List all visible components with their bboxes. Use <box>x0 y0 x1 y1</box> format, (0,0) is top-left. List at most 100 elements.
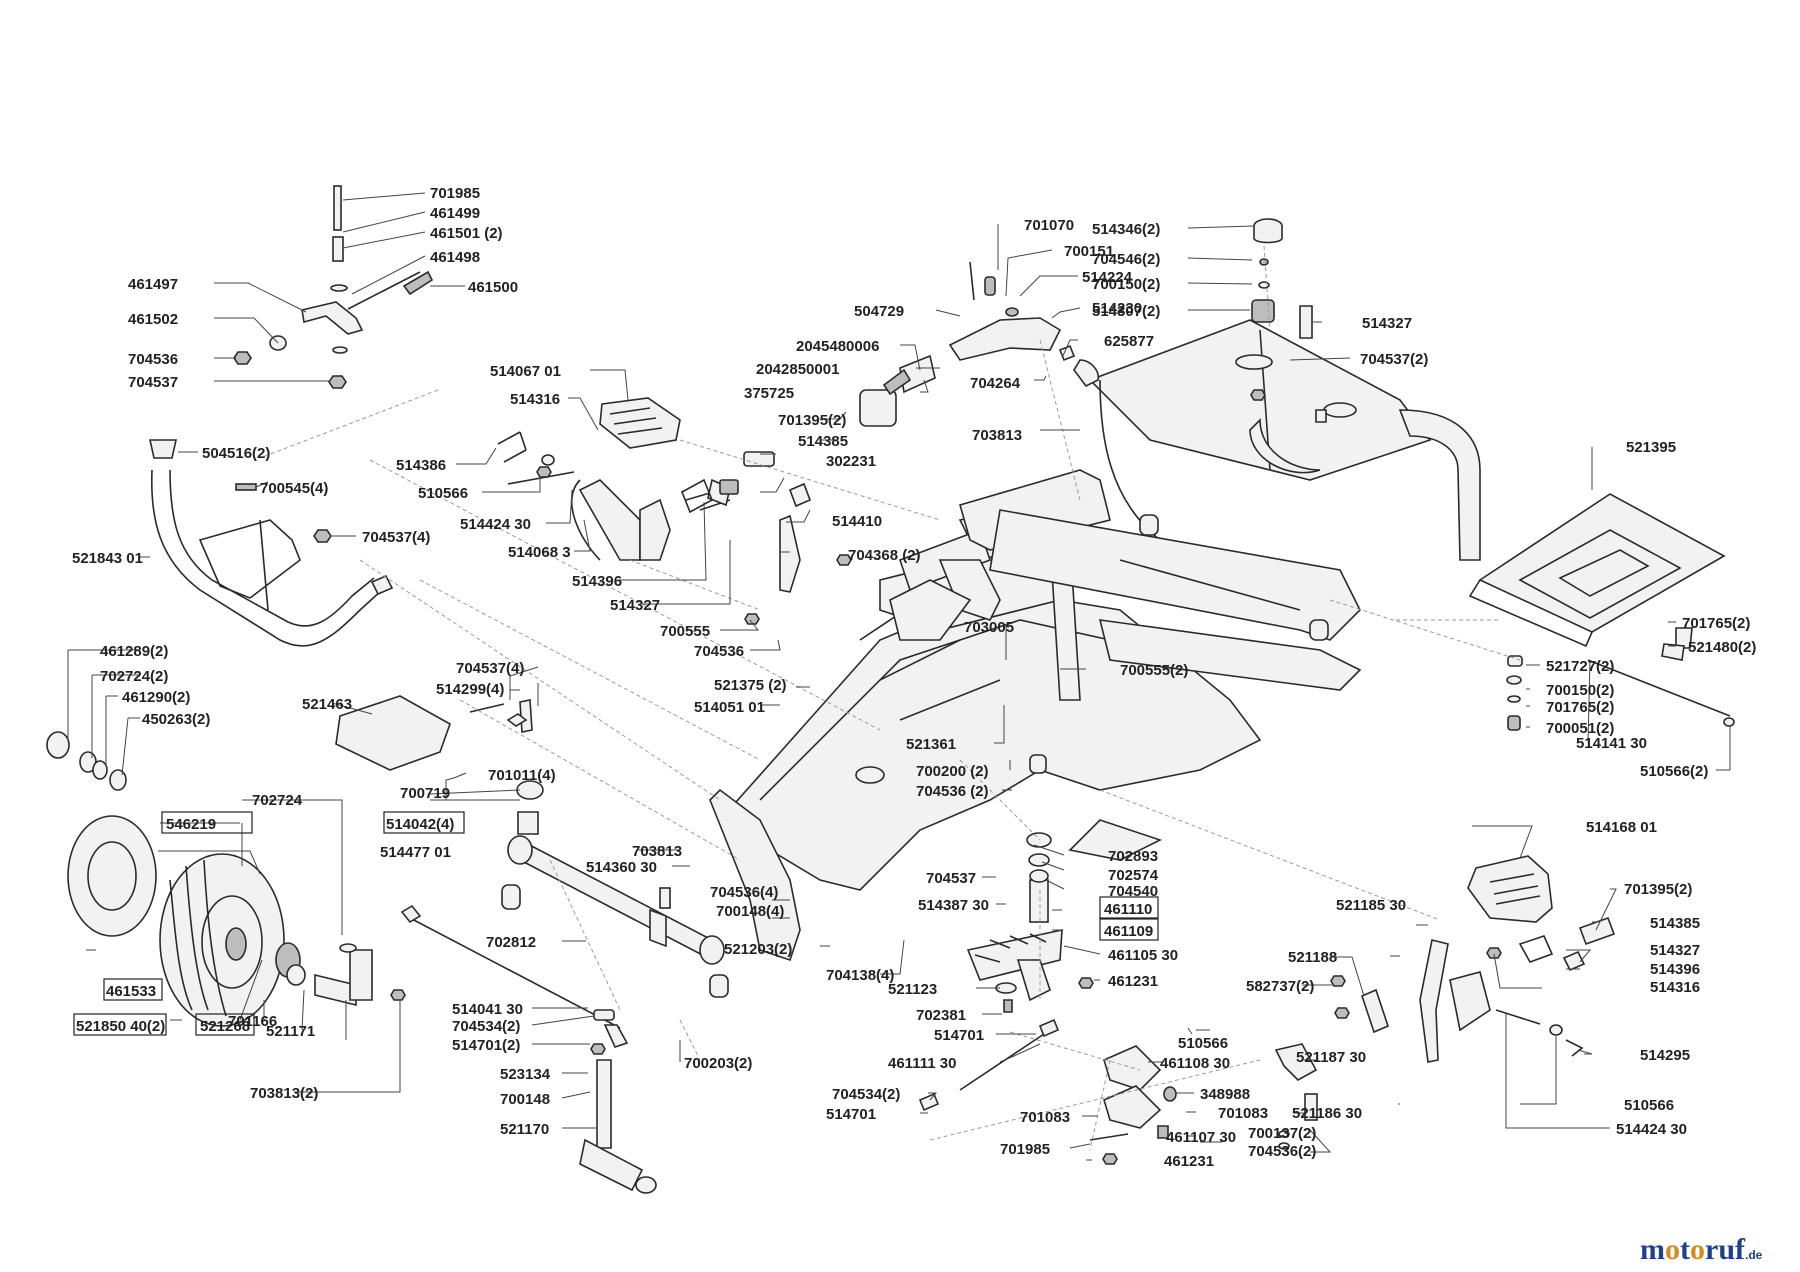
part-label-l96: 514387 30 <box>918 897 989 914</box>
part-label-l31: 521171 <box>266 1023 315 1040</box>
seat-plate <box>1468 493 1735 731</box>
part-label-l98: 702574 <box>1108 867 1159 884</box>
part-label-l128: 514295 <box>1640 1047 1690 1064</box>
step-plate <box>335 695 544 800</box>
part-label-l64: 625877 <box>1104 333 1154 350</box>
brand-logo: motoruf.de <box>1640 1233 1763 1266</box>
part-label-l55: 701395(2) <box>778 412 846 429</box>
part-label-l114: 701083 <box>1218 1105 1268 1122</box>
part-label-l113: 348988 <box>1200 1086 1250 1103</box>
part-label-l127: 521187 30 <box>1296 1049 1366 1066</box>
part-label-l117: 514168 01 <box>1586 819 1657 836</box>
part-label-l65: 704264 <box>970 375 1021 392</box>
part-label-l110: 701083 <box>1020 1109 1070 1126</box>
part-label-l23: 702724 <box>252 792 303 809</box>
tie-rods <box>400 904 657 1194</box>
part-label-l69: 700150(2) <box>1092 276 1160 293</box>
part-label-l88: 510566(2) <box>1640 763 1708 780</box>
part-label-l66: 703813 <box>972 427 1022 444</box>
part-label-l119: 514385 <box>1650 915 1700 932</box>
part-label-l107: 461111 30 <box>888 1055 956 1072</box>
part-label-l101: 461109 <box>1104 923 1153 940</box>
part-label-l112: 461108 30 <box>1160 1055 1230 1072</box>
part-label-l126: 510566 <box>1178 1035 1228 1052</box>
part-label-l60: 701070 <box>1024 217 1074 234</box>
part-label-l92: 700148(4) <box>716 903 784 920</box>
part-label-l40: 700203(2) <box>684 1055 752 1072</box>
part-label-l99: 704540 <box>1108 883 1158 900</box>
part-label-l91: 704536(4) <box>710 884 778 901</box>
part-label-l62: 514224 <box>1082 269 1133 286</box>
boxed-label-frames <box>73 811 1159 1036</box>
part-label-l115: 461107 30 <box>1166 1129 1236 1146</box>
part-label-l95: 704537 <box>926 870 976 887</box>
part-label-l80: 704536 (2) <box>916 783 989 800</box>
part-label-l87: 514141 30 <box>1576 735 1647 752</box>
part-label-l83: 521727(2) <box>1546 658 1614 675</box>
part-label-l105: 702381 <box>916 1007 966 1024</box>
part-label-l48: 514327 <box>610 597 660 614</box>
part-label-l1: 701985 <box>430 185 480 202</box>
part-label-l77: 514051 01 <box>694 699 765 716</box>
part-label-l132: 704536(2) <box>1248 1143 1316 1160</box>
part-shapes <box>46 185 1735 1194</box>
part-label-l46: 514068 3 <box>508 544 571 561</box>
brand-letter: u <box>1718 1233 1735 1266</box>
part-label-l86: 700051(2) <box>1546 720 1614 737</box>
part-label-l90: 514360 30 <box>586 859 657 876</box>
part-label-l50: 704536 <box>694 643 744 660</box>
part-label-l21: 701011(4) <box>488 767 556 784</box>
part-label-l133: 514424 30 <box>1616 1121 1687 1138</box>
part-label-l28: 521850 40(2) <box>76 1018 165 1035</box>
part-label-l12: 704537(4) <box>362 529 430 546</box>
part-label-l130: 510566 <box>1624 1097 1674 1114</box>
part-label-l42: 514316 <box>510 391 560 408</box>
part-label-l3: 461501 (2) <box>430 225 503 242</box>
part-label-l25: 514042(4) <box>386 816 454 833</box>
part-label-l15: 702724(2) <box>100 668 168 685</box>
part-label-l39: 521170 <box>500 1121 549 1138</box>
part-label-l27: 461533 <box>106 983 156 1000</box>
part-label-l102: 461105 30 <box>1108 947 1178 964</box>
part-label-l33: 702812 <box>486 934 536 951</box>
part-label-l6: 461500 <box>468 279 518 296</box>
part-label-l52: 2045480006 <box>796 338 879 355</box>
part-label-l8: 704536 <box>128 351 178 368</box>
part-label-l17: 450263(2) <box>142 711 210 728</box>
brand-letter: f <box>1735 1233 1746 1266</box>
part-label-l41: 514067 01 <box>490 363 561 380</box>
rear-frame <box>989 319 1481 691</box>
dashed-guides <box>259 245 1521 1151</box>
left-pedal <box>497 397 731 561</box>
part-label-l2: 461499 <box>430 205 480 222</box>
part-label-l89: 703813 <box>632 843 682 860</box>
brand-text: motoruf.de <box>1640 1233 1763 1266</box>
brand-letter: m <box>1640 1233 1665 1266</box>
part-label-l67: 514346(2) <box>1092 221 1160 238</box>
part-label-l103: 461231 <box>1108 973 1158 990</box>
part-label-l29: 521268 <box>200 1018 250 1035</box>
brand-letter: r <box>1705 1233 1718 1266</box>
part-label-l13: 521843 01 <box>72 550 143 567</box>
part-label-l63: 514230 <box>1092 300 1142 317</box>
part-label-l58: 514410 <box>832 513 882 530</box>
part-label-l22: 700719 <box>400 785 450 802</box>
part-label-l11: 700545(4) <box>260 480 328 497</box>
part-label-l53: 2042850001 <box>756 361 839 378</box>
part-label-l118: 701395(2) <box>1624 881 1692 898</box>
part-label-l72: 704537(2) <box>1360 351 1428 368</box>
part-label-l54: 375725 <box>744 385 794 402</box>
part-label-l18: 521463 <box>302 696 352 713</box>
part-label-l37: 523134 <box>500 1066 551 1083</box>
part-label-l19: 704537(4) <box>456 660 524 677</box>
brand-letter: o <box>1665 1233 1680 1266</box>
part-label-l7: 461502 <box>128 311 178 328</box>
part-label-l85: 701765(2) <box>1546 699 1614 716</box>
part-label-l93: 521203(2) <box>724 941 792 958</box>
part-label-l100: 461110 <box>1104 901 1152 918</box>
part-label-l20: 514299(4) <box>436 681 504 698</box>
part-label-l75: 700555(2) <box>1120 662 1188 679</box>
part-label-l84: 700150(2) <box>1546 682 1614 699</box>
